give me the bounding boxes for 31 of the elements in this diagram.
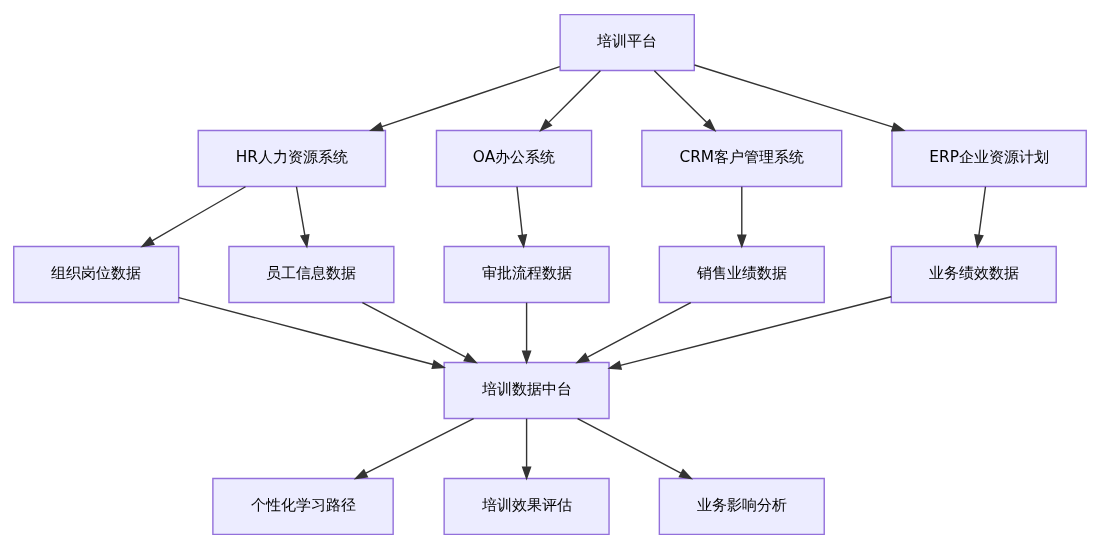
- node-box: 个性化学习路径: [212, 477, 394, 536]
- arrow: [516, 186, 528, 249]
- node-box: OA办公系统: [435, 129, 593, 188]
- node-box: 业务绩效数据: [890, 245, 1057, 304]
- arrow: [653, 70, 717, 132]
- arrow: [607, 296, 892, 370]
- node-box: 培训效果评估: [443, 477, 610, 536]
- arrow: [353, 418, 475, 480]
- arrow: [736, 186, 747, 249]
- arrow: [575, 302, 692, 364]
- node-box: 业务影响分析: [658, 477, 825, 536]
- arrow: [521, 302, 532, 365]
- node-box: 员工信息数据: [228, 245, 395, 304]
- arrow: [576, 418, 694, 480]
- arrow: [295, 186, 310, 249]
- arrow: [368, 66, 561, 132]
- arrow: [361, 302, 478, 364]
- arrow: [974, 186, 987, 249]
- arrow: [693, 64, 906, 132]
- node-box: 审批流程数据: [443, 245, 610, 304]
- node-box: 销售业绩数据: [658, 245, 825, 304]
- node-box: 组织岗位数据: [13, 245, 180, 304]
- arrow: [539, 70, 602, 132]
- arrow: [140, 186, 247, 248]
- node-box: 培训平台: [559, 13, 695, 72]
- node-box: ERP企业资源计划: [891, 129, 1087, 188]
- arrow: [521, 418, 532, 481]
- node-box: HR人力资源系统: [197, 129, 387, 188]
- arrow: [178, 296, 447, 370]
- node-box: 培训数据中台: [443, 361, 610, 420]
- node-box: CRM客户管理系统: [641, 129, 843, 188]
